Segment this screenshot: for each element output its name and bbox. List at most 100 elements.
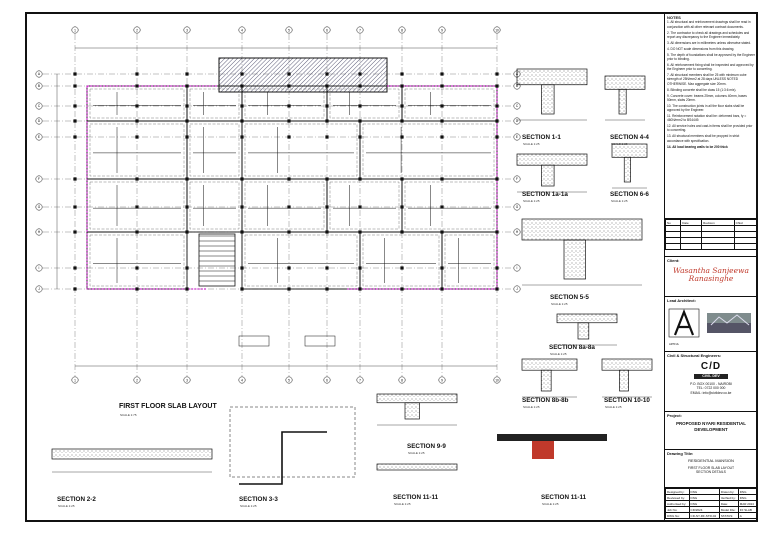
meta-value: CD-NY-RF-STR-04 [688,512,720,520]
slab-section [521,218,643,241]
grid-bubble [493,26,501,34]
slab-panel [359,120,498,180]
column [495,177,499,181]
detail-2-2 [51,448,213,460]
drawing-title-label: Drawing Title: [667,451,694,456]
section-scale-8a-8a: SCALE 1:25 [550,352,567,356]
grid-label: C [516,104,519,108]
column [135,266,139,270]
note-item: 6. All reinforcement fixing shall be ins… [667,62,754,72]
slab-panel-edge [244,234,358,287]
grid-label: 3 [186,28,188,32]
plan-title: FIRST FLOOR SLAB LAYOUT [119,403,217,410]
detail-4-4 [604,75,646,121]
detail-11-11-a [376,463,458,471]
section-title-10-10: SECTION 10-10 [604,397,650,404]
detail-3-3-outline [229,406,356,478]
column [325,177,329,181]
balcony-hatch [218,57,388,93]
column [325,84,329,88]
grid-bubble [71,376,79,384]
grid-label: 9 [441,378,443,382]
slab-panel [186,120,243,180]
revision-table: No Date Revision Chkd [665,219,757,257]
grid-label: 8 [401,28,403,32]
column [73,84,77,88]
slab-panel [401,178,498,233]
client-panel: Client: Wasantha Sanjeewa Ranasinghe [665,257,757,297]
plan-scale: SCALE 1:75 [120,413,137,417]
column [325,266,329,270]
beam-section [540,369,552,392]
slab-section [516,153,588,166]
column [240,135,244,139]
column [185,230,189,234]
section-title-5-5: SECTION 5-5 [550,294,589,301]
grid-bubble [35,228,43,236]
column [287,266,291,270]
client-name: Wasantha Sanjeewa Ranasinghe [673,266,749,284]
detail-1-1 [516,68,588,121]
grid-label: 10 [495,28,499,32]
slab-section [516,68,588,86]
section-title-11-11-a: SECTION 11-11 [393,494,439,501]
column [495,230,499,234]
detail-6-6 [611,143,648,189]
column [73,230,77,234]
slab-panel-edge [189,123,240,177]
grid-label: 7 [359,378,361,382]
column [287,104,291,108]
column [185,84,189,88]
column [400,266,404,270]
column [358,230,362,234]
grid-bubble [356,26,364,34]
section-title-2-2: SECTION 2-2 [57,496,96,503]
column [240,266,244,270]
column [73,177,77,181]
section-title-3-3: SECTION 3-3 [239,496,278,503]
grid-bubble [493,376,501,384]
beam-mark [304,335,336,347]
beam-section [404,402,420,420]
notes-panel: NOTES 1. All structural and reinforcemen… [665,14,757,219]
column [287,72,291,76]
column [358,287,362,291]
grid-label: F [516,177,518,181]
grid-label: 10 [495,378,499,382]
column [495,72,499,76]
column [400,104,404,108]
column [325,72,329,76]
grid-bubble [438,26,446,34]
drawing-sheet: 1122334455667788991010AABBCCDDEEFFGGHHII… [25,12,758,522]
engineer-email: EMAIL: info@civildev.co.ke [690,390,732,395]
column [73,135,77,139]
slab-panel-edge [404,88,495,119]
grid-bubble [513,117,521,125]
column [495,135,499,139]
section-title-4-4: SECTION 4-4 [610,134,649,141]
grid-bubble [35,203,43,211]
column [185,104,189,108]
column [495,205,499,209]
slab-panel-edge [89,181,185,230]
column [440,135,444,139]
grid-label: 3 [186,378,188,382]
meta-value: A [737,512,758,520]
grid-bubble [183,26,191,34]
column [287,119,291,123]
slab-boundary [86,85,498,290]
column [240,177,244,181]
note-item: 3. All dimensions are in millimeters unl… [667,40,751,45]
column [287,230,291,234]
slab-panel-edge [329,181,400,230]
first-floor-slab-plan: 1122334455667788991010AABBCCDDEEFFGGHHII… [35,26,521,384]
column [185,287,189,291]
beam-mark [238,335,270,347]
grid-label: D [516,119,519,123]
column [495,266,499,270]
column [73,119,77,123]
slab-panel-edge [362,123,495,177]
column [440,230,444,234]
beam-section [623,156,631,183]
